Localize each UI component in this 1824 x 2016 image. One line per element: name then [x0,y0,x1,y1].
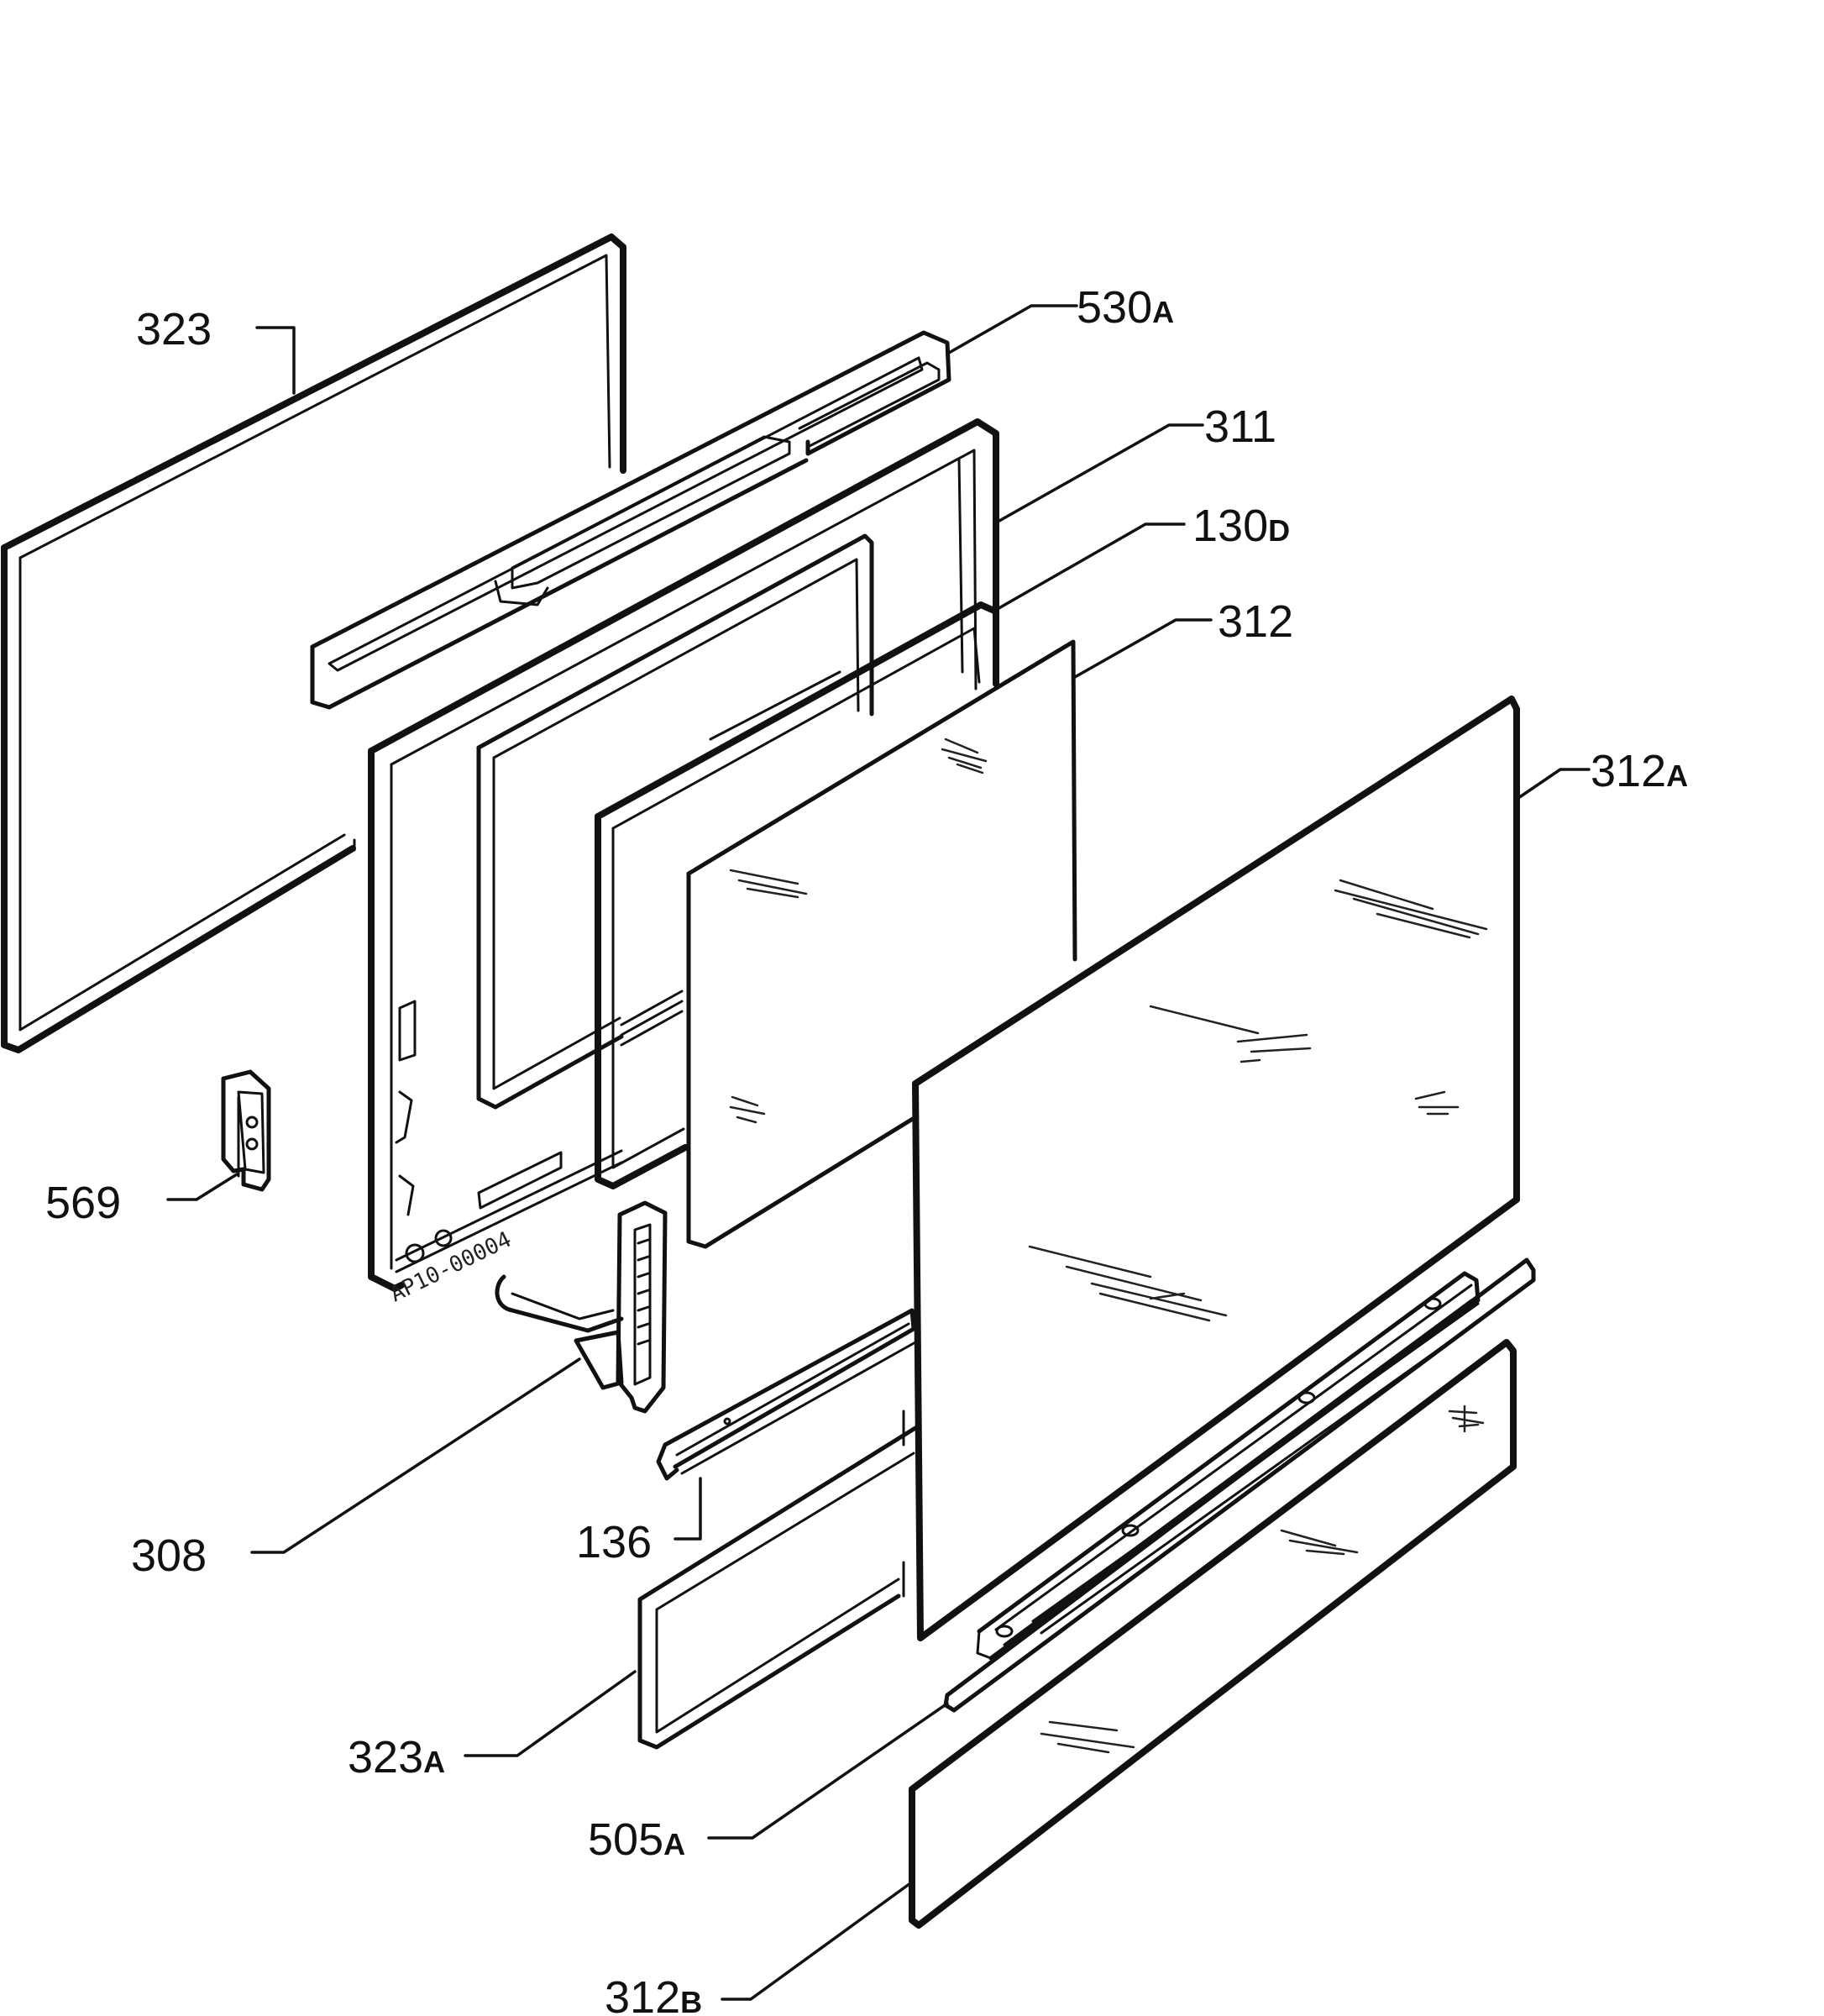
part-311-inner-frame [368,418,999,1292]
part-569-hinge-bracket [221,1069,271,1192]
callout-323a: 323A [348,1732,445,1782]
callout-312: 312 [1218,596,1293,647]
leader-569 [166,1173,238,1201]
callout-323: 323 [136,304,212,354]
callout-labels: 323 530A 311 130D 312 312A 569 308 136 3… [45,282,1688,2016]
leader-312a [1517,768,1591,800]
leader-312b [721,1882,912,2001]
callout-308: 308 [131,1530,207,1581]
leader-530a [947,304,1078,354]
leader-323 [255,326,296,395]
leader-311 [998,423,1204,522]
callout-312b: 312B [605,1972,702,2016]
leader-308 [250,1357,581,1554]
leader-136 [674,1477,702,1541]
part-323a-bottom-seal [637,1410,918,1750]
callout-312a: 312A [1591,746,1688,796]
callout-569: 569 [45,1178,121,1228]
leader-lines [166,304,1591,2001]
leader-323a [464,1670,637,1757]
leader-130d [994,522,1186,612]
callout-505a: 505A [588,1814,685,1865]
part-312b-lower-glass [909,1339,1517,1929]
part-312a-outer-glass [912,696,1520,1641]
callout-130d: 130D [1192,501,1290,551]
callout-136: 136 [576,1517,652,1567]
part-323-door-seal [1,234,626,1053]
callout-530a: 530A [1077,282,1174,333]
part-530a-top-trim [310,330,951,710]
part-505a-glass-support [943,1257,1536,1713]
leader-312 [1073,618,1213,679]
part-312-inner-glass [686,639,1077,1249]
part-308-hinge [495,1200,668,1414]
part-130d-glass-frame [595,601,999,1189]
part-136-lower-rail [656,1308,917,1481]
leader-505a [707,1702,949,1840]
callout-311: 311 [1204,402,1276,452]
